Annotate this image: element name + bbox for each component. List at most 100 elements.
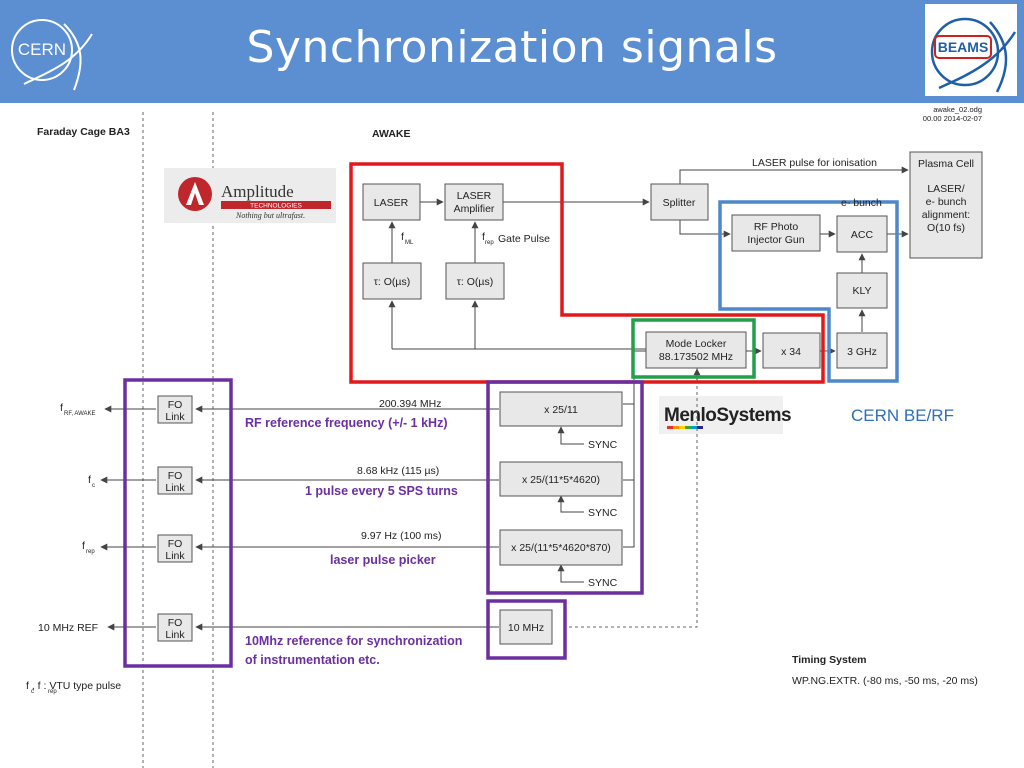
freq-label-2: 8.68 kHz (115 µs) xyxy=(357,465,439,477)
timing-system-detail: WP.NG.EXTR. (-80 ms, -50 ms, -20 ms) xyxy=(792,675,978,687)
fo-link-box-2: FO Link xyxy=(157,466,193,495)
svg-text:Amplifier: Amplifier xyxy=(454,203,495,215)
svg-text:x 34: x 34 xyxy=(781,346,801,358)
gate-pulse-label: Gate Pulse xyxy=(498,233,550,245)
output-label-4: 10 MHz REF xyxy=(38,622,98,634)
svg-text:τ: O(µs): τ: O(µs) xyxy=(374,276,410,288)
svg-text:O(10 fs): O(10 fs) xyxy=(927,222,965,234)
output-label-1-sub: RF, AWAKE xyxy=(64,411,96,417)
svg-text:Mode Locker: Mode Locker xyxy=(666,338,727,350)
svg-text:LASER/: LASER/ xyxy=(927,183,964,195)
svg-text:3 GHz: 3 GHz xyxy=(847,346,877,358)
svg-text:FO: FO xyxy=(168,617,183,629)
laser-amplifier-box: LASER Amplifier xyxy=(444,183,504,221)
output-label-3-sub: rep xyxy=(86,549,95,555)
laser-box: LASER xyxy=(362,183,421,221)
svg-text:Link: Link xyxy=(165,482,185,494)
fo-link-box-4: FO Link xyxy=(157,613,193,642)
beams-logo: BEAMS xyxy=(925,4,1017,96)
amplitude-name: Amplitude xyxy=(221,182,294,201)
svg-text:Injector Gun: Injector Gun xyxy=(747,234,804,246)
frep-label: f xyxy=(482,231,485,243)
svg-text:Splitter: Splitter xyxy=(663,197,696,209)
mode-locker-outline xyxy=(631,318,756,379)
menlo-text: MenloSystems xyxy=(664,405,791,426)
10mhz-annotation-1: 10Mhz reference for synchronization xyxy=(245,634,462,648)
title-bar xyxy=(0,0,1024,103)
e-bunch-label: e- bunch xyxy=(841,197,882,209)
fo-link-outline xyxy=(123,378,233,668)
picker-annotation: laser pulse picker xyxy=(330,553,436,567)
file-name: awake_02.odg xyxy=(933,105,982,114)
svg-text:Link: Link xyxy=(165,411,185,423)
svg-text:Plasma Cell: Plasma Cell xyxy=(918,158,974,170)
output-label-2-sub: c xyxy=(92,483,95,489)
page-title: Synchronization signals xyxy=(246,22,778,73)
freq-label-3: 9.97 Hz (100 ms) xyxy=(361,530,442,542)
divider-outline xyxy=(486,380,644,595)
laser-pulse-label: LASER pulse for ionisation xyxy=(752,157,877,169)
10mhz-outline xyxy=(486,599,567,660)
svg-text:alignment:: alignment: xyxy=(922,209,970,221)
pulse-annotation: 1 pulse every 5 SPS turns xyxy=(305,484,458,498)
freq-label-1: 200.394 MHz xyxy=(379,398,441,410)
amplitude-tagline: Nothing but ultrafast. xyxy=(235,211,305,220)
amplitude-logo: Amplitude TECHNOLOGIES Nothing but ultra… xyxy=(164,168,336,223)
fml-label: f xyxy=(401,231,404,243)
frep-sub: rep xyxy=(485,240,494,246)
footnote-sub-rep: rep xyxy=(48,689,57,695)
sync-label-2: SYNC xyxy=(588,507,618,519)
splitter-box: Splitter xyxy=(650,183,709,221)
kly-box: KLY xyxy=(836,272,888,309)
svg-text:FO: FO xyxy=(168,538,183,550)
x34-box: x 34 xyxy=(762,332,821,369)
fo-link-box-1: FO Link xyxy=(157,395,193,424)
svg-text:τ: O(µs): τ: O(µs) xyxy=(457,276,493,288)
cern-logo: CERN xyxy=(4,4,96,96)
svg-text:LASER: LASER xyxy=(457,190,492,202)
footnote: f , f : VTU type pulse xyxy=(26,680,121,692)
acc-box: ACC xyxy=(836,215,888,253)
awake-label: AWAKE xyxy=(372,128,411,140)
rf-system-outline xyxy=(718,200,899,383)
svg-text:RF Photo: RF Photo xyxy=(754,221,799,233)
svg-text:x 25/(11*5*4620): x 25/(11*5*4620) xyxy=(522,474,600,486)
svg-text:88.173502 MHz: 88.173502 MHz xyxy=(659,351,733,363)
output-label-2: f xyxy=(88,474,91,486)
tau-box-1: τ: O(µs) xyxy=(362,262,422,300)
svg-text:x 25/11: x 25/11 xyxy=(544,404,578,416)
fo-link-box-3: FO Link xyxy=(157,534,193,563)
output-label-1: f xyxy=(60,402,63,414)
sync-label-3: SYNC xyxy=(588,577,618,589)
10mhz-annotation-2: of instrumentation etc. xyxy=(245,653,380,667)
divider-box-2: x 25/(11*5*4620) xyxy=(499,461,623,497)
output-label-3: f xyxy=(82,540,85,552)
footnote-sub-c: c xyxy=(31,689,34,695)
10mhz-box: 10 MHz xyxy=(499,609,553,645)
amplitude-sub: TECHNOLOGIES xyxy=(250,203,302,210)
svg-text:Link: Link xyxy=(165,550,185,562)
laser-system-outline xyxy=(349,162,825,384)
svg-text:e- bunch: e- bunch xyxy=(926,196,967,208)
svg-text:LASER: LASER xyxy=(374,197,409,209)
file-version: 00.00 2014-02-07 xyxy=(923,114,982,123)
cern-be-rf-label: CERN BE/RF xyxy=(851,406,954,425)
rf-reference-annotation: RF reference frequency (+/- 1 kHz) xyxy=(245,416,448,430)
svg-text:KLY: KLY xyxy=(852,285,871,297)
svg-text:FO: FO xyxy=(168,470,183,482)
tau-box-2: τ: O(µs) xyxy=(445,262,505,300)
beams-logo-text: BEAMS xyxy=(938,39,989,55)
svg-text:Link: Link xyxy=(165,629,185,641)
plasma-cell-box: Plasma Cell LASER/ e- bunch alignment: O… xyxy=(909,151,983,259)
divider-box-3: x 25/(11*5*4620*870) xyxy=(499,529,623,566)
3ghz-box: 3 GHz xyxy=(836,332,888,369)
fml-sub: ML xyxy=(405,240,414,246)
svg-text:FO: FO xyxy=(168,399,183,411)
timing-system-label: Timing System xyxy=(792,654,867,666)
svg-text:10 MHz: 10 MHz xyxy=(508,622,544,634)
svg-text:ACC: ACC xyxy=(851,229,874,241)
divider-box-1: x 25/11 xyxy=(499,391,623,427)
faraday-cage-label: Faraday Cage BA3 xyxy=(37,126,130,138)
svg-text:x 25/(11*5*4620*870): x 25/(11*5*4620*870) xyxy=(511,542,611,554)
